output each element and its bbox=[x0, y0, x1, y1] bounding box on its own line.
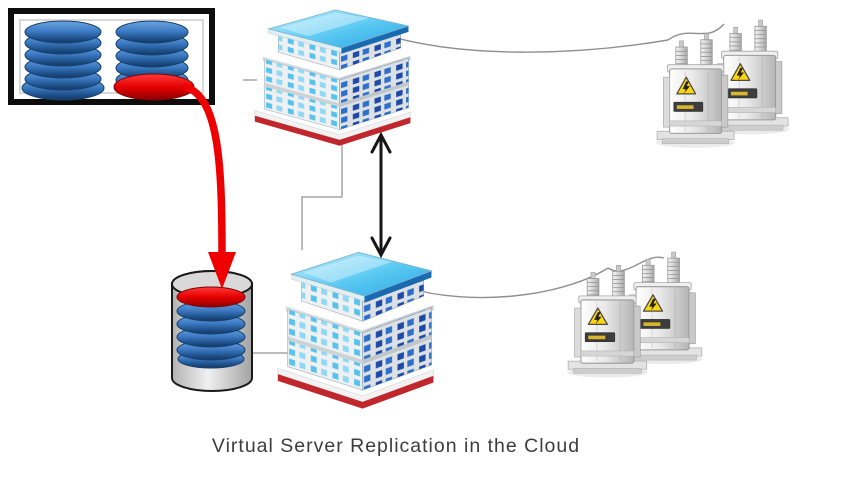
replicated-disk-red bbox=[113, 73, 195, 101]
disk-stack-left bbox=[21, 20, 105, 101]
transformers-bottom bbox=[567, 252, 703, 377]
replication-arrow bbox=[182, 83, 236, 289]
power-line-top bbox=[375, 31, 669, 53]
datacenter-building-secondary bbox=[277, 251, 434, 410]
transformers-top bbox=[656, 20, 789, 148]
power-line-top-span bbox=[667, 23, 725, 41]
database-disks bbox=[176, 286, 246, 369]
database-cylinder bbox=[171, 270, 253, 392]
building-connector-line bbox=[301, 134, 343, 250]
power-line-bottom-span bbox=[607, 256, 665, 272]
disk-array-panel bbox=[8, 8, 215, 105]
datacenter-building-primary bbox=[254, 9, 411, 147]
power-line-bottom bbox=[407, 267, 609, 299]
sync-double-arrow bbox=[370, 131, 392, 259]
database-disk-red bbox=[176, 286, 246, 308]
caption-text: Virtual Server Replication in the Cloud bbox=[212, 435, 580, 457]
disk-stack-right bbox=[113, 20, 195, 101]
